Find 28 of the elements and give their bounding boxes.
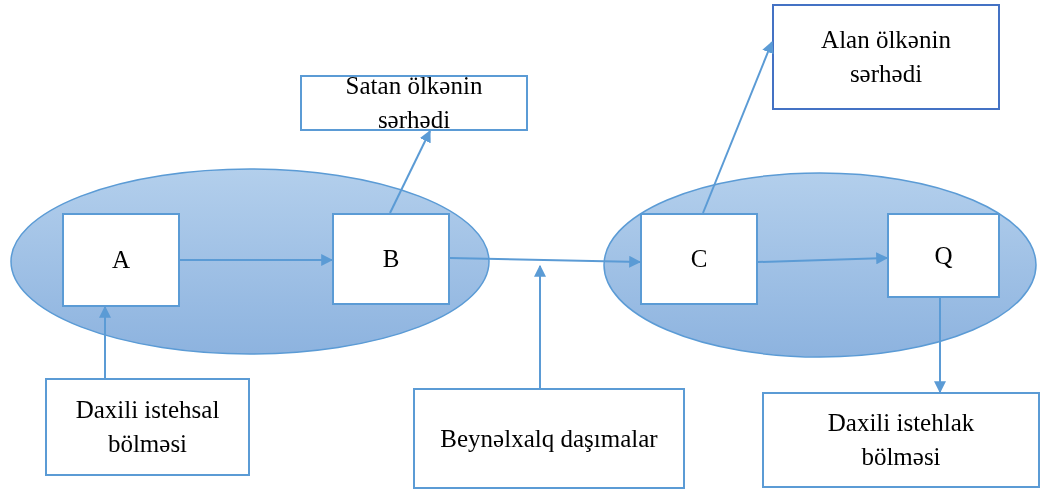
box-label: Daxili istehsal bölməsi (74, 395, 221, 459)
text-box (887, 213, 1000, 298)
box-label: Satan ölkənin sərhədi (344, 71, 484, 135)
box-label: Daxili istehlak bölməsi (826, 408, 976, 472)
box-label: Beynəlxalq daşımalar (439, 423, 659, 454)
arrow (934, 297, 946, 394)
text-box (62, 213, 180, 307)
arrow (534, 264, 546, 389)
arrow (757, 252, 889, 265)
text-box (772, 4, 1000, 110)
arrow (99, 305, 111, 379)
box-label: B (381, 244, 401, 275)
text-box (640, 213, 758, 305)
text-box (413, 388, 685, 489)
box-label: A (110, 245, 132, 276)
arrow (449, 255, 642, 268)
arrow (389, 129, 431, 214)
ellipse-region (603, 172, 1037, 358)
box-label: Q (933, 240, 954, 271)
text-box (45, 378, 250, 476)
text-box (762, 392, 1040, 488)
arrow (702, 40, 774, 214)
box-label: C (689, 244, 709, 275)
text-box (332, 213, 450, 305)
text-box (300, 75, 528, 131)
arrow (179, 254, 334, 266)
ellipse-region (10, 168, 490, 355)
box-label: Alan ölkənin sərhədi (820, 25, 952, 89)
